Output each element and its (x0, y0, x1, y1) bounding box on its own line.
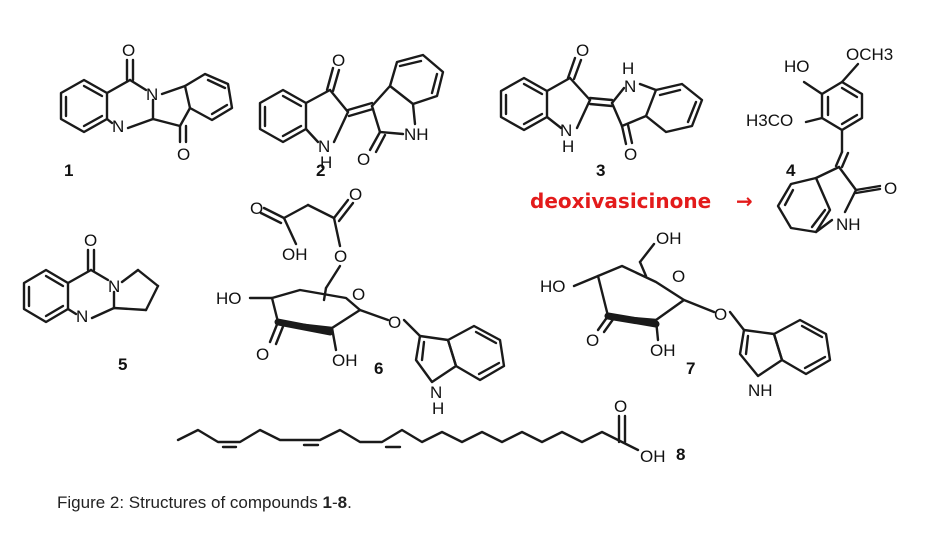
caption-suffix: . (347, 493, 352, 512)
compound-7-atom-nh: NH (748, 381, 773, 400)
compound-6-atom-ho: HO (216, 289, 242, 308)
compound-5-atom-n: N (76, 307, 88, 326)
compound-2-atom-nh: NH (404, 125, 429, 144)
compound-7-label: 7 (686, 359, 695, 378)
annotation-arrow-icon: → (736, 189, 753, 213)
compound-1-atom-o: O (122, 41, 135, 60)
compound-6-atom-o: O (349, 185, 362, 204)
compound-2-atom-o: O (332, 51, 345, 70)
compound-3-atom-n: N (560, 121, 572, 140)
compound-7-atom-ho: HO (540, 277, 566, 296)
compound-6-structure: O O OH O HO O O OH O N H 6 (216, 185, 506, 418)
deoxivasicinone-annotation-label: deoxivasicinone (530, 189, 711, 213)
compound-6-atom-oh: OH (332, 351, 358, 370)
compound-2-atom-n: N (318, 137, 330, 156)
compound-2-structure: O N H O NH 2 (258, 51, 445, 180)
compound-4-label: 4 (786, 161, 796, 180)
compound-8-atom-oh: OH (640, 447, 666, 466)
caption-range-start: 1 (322, 493, 332, 512)
compound-6-atom-o: O (256, 345, 269, 364)
compound-1-atom-n: N (112, 117, 124, 136)
compound-6-atom-n: N (430, 383, 442, 402)
compound-3-atom-o: O (624, 145, 637, 164)
compound-8-atom-o: O (614, 397, 627, 416)
caption-dash: - (332, 493, 338, 512)
compound-3-atom-h: H (562, 137, 574, 156)
compound-5-atom-o: O (84, 231, 97, 250)
compound-1-atom-o: O (177, 145, 190, 164)
compound-8-structure: O OH 8 (176, 397, 685, 466)
compound-4-atom-ho: HO (784, 57, 810, 76)
compound-6-atom-h: H (432, 399, 444, 418)
compound-2-label: 2 (316, 161, 325, 180)
compound-6-atom-oh: OH (282, 245, 308, 264)
compound-3-atom-h: H (622, 59, 634, 78)
compound-3-atom-n: N (624, 77, 636, 96)
caption-range-end: 8 (337, 493, 348, 512)
compound-2-atom-h: H (320, 153, 332, 172)
compound-6-label: 6 (374, 359, 383, 378)
compound-7-atom-o: O (586, 331, 599, 350)
compound-3-label: 3 (596, 161, 605, 180)
compound-3-structure: O H N N H O 3 (499, 41, 704, 180)
compound-6-atom-o: O (334, 247, 347, 266)
compound-6-atom-o: O (352, 285, 365, 304)
compound-7-atom-o: O (672, 267, 685, 286)
compound-7-atom-oh: OH (656, 229, 682, 248)
compound-4-structure: HO OCH3 H3CO O NH 4 (746, 45, 897, 234)
compound-1-atom-n: N (146, 85, 158, 104)
compound-4-atom-nh: NH (836, 215, 861, 234)
figure-caption: Figure 2: Structures of compounds 1-8. (57, 493, 352, 513)
chemical-structures-figure: O N N O 1 O N H O NH 2 (22, 41, 897, 466)
compound-6-atom-o: O (250, 199, 263, 218)
compound-7-atom-oh: OH (650, 341, 676, 360)
compound-1-structure: O N N O 1 (59, 41, 234, 180)
compound-1-label: 1 (64, 161, 73, 180)
compound-8-label: 8 (676, 445, 685, 464)
compound-5-structure: O N N 5 (22, 231, 160, 374)
caption-prefix: Figure 2: Structures of compounds (57, 493, 323, 512)
compound-3-atom-o: O (576, 41, 589, 60)
compound-4-atom-h3co: H3CO (746, 111, 793, 130)
compound-7-atom-o: O (714, 305, 727, 324)
compound-4-atom-och3: OCH3 (846, 45, 893, 64)
compound-7-structure: OH O HO O OH O NH 7 (540, 229, 832, 400)
compound-6-atom-o: O (388, 313, 401, 332)
compound-5-atom-n: N (108, 277, 120, 296)
compound-2-atom-o: O (357, 150, 370, 169)
compound-4-atom-o: O (884, 179, 897, 198)
compound-5-label: 5 (118, 355, 127, 374)
